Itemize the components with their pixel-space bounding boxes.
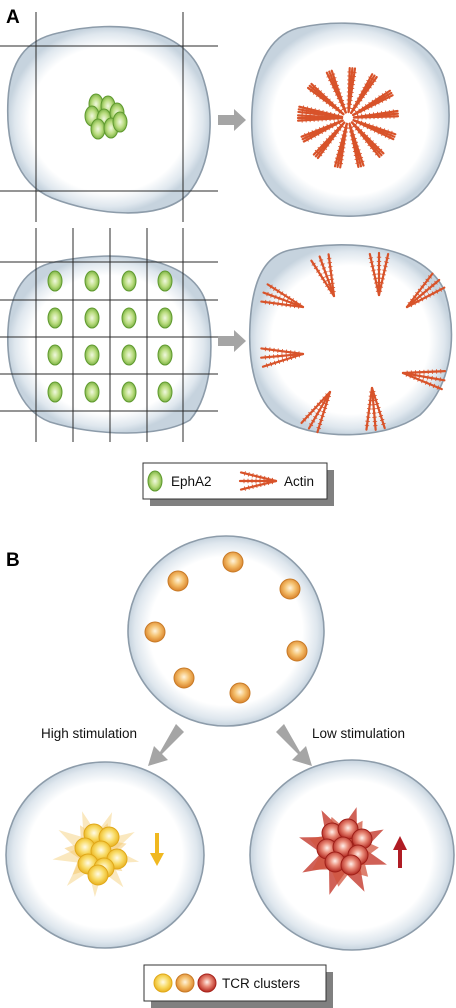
actin-filament: [350, 73, 378, 115]
actin-filament: [368, 251, 390, 297]
epha2-receptor: [47, 381, 63, 403]
tcr-microcluster: [286, 640, 308, 662]
arrow-to-high: [148, 724, 184, 766]
decrease-arrow: [150, 833, 164, 866]
epha2-receptor: [157, 307, 173, 329]
cell-a-bottom-left: [7, 255, 212, 434]
legend-b: TCR clusters: [143, 964, 330, 1005]
actin-filament: [405, 272, 446, 309]
epha2-receptor: [157, 270, 173, 292]
legend-tcr-label: TCR clusters: [222, 976, 300, 991]
actin-filament: [312, 121, 346, 160]
epha2-cluster-centered: [84, 93, 128, 140]
legend-tcr-red-icon: [197, 973, 217, 993]
legend-epha2-icon: [147, 470, 163, 492]
epha2-receptor: [112, 111, 128, 133]
actin-filament: [310, 253, 336, 298]
epha2-receptor: [121, 307, 137, 329]
tcr-microcluster: [87, 864, 109, 886]
actin-filament: [325, 69, 347, 114]
tcr-microcluster: [144, 621, 166, 643]
actin-filament: [346, 66, 357, 114]
tcr-microcluster: [173, 667, 195, 689]
actin-filament: [364, 386, 386, 431]
actin-filament: [300, 119, 344, 143]
actin-filament: [300, 390, 332, 434]
epha2-receptor: [84, 344, 100, 366]
tcr-cluster-low: [316, 818, 373, 876]
panel-label-a: A: [6, 7, 20, 28]
transition-arrow-top: [218, 109, 246, 131]
epha2-grid-array: [47, 270, 173, 403]
epha2-receptor: [157, 344, 173, 366]
cell-a-bottom-right: [248, 244, 453, 436]
legend-actin-label: Actin: [284, 474, 314, 489]
epha2-receptor: [121, 344, 137, 366]
tcr-microcluster: [222, 551, 244, 573]
grid-lines-a-bottom: [0, 228, 218, 442]
cell-a-top-right: [250, 22, 450, 217]
panel-label-b: B: [6, 550, 20, 571]
actin-filament: [260, 346, 305, 368]
actin-filament: [348, 122, 365, 169]
actin-peripheral-bundles: [260, 251, 447, 434]
legend-a: EphA2 Actin: [142, 462, 331, 503]
actin-filament: [352, 119, 397, 141]
transition-arrow-bottom: [218, 330, 246, 352]
low-stimulation-label: Low stimulation: [312, 726, 405, 741]
epha2-receptor: [84, 381, 100, 403]
epha2-receptor: [47, 307, 63, 329]
legend-tcr-orange-icon: [175, 973, 195, 993]
tcr-microcluster: [229, 682, 251, 704]
tcr-ring: [144, 551, 308, 704]
epha2-receptor: [157, 381, 173, 403]
epha2-receptor: [121, 381, 137, 403]
actin-radial-bundle: [296, 66, 400, 169]
actin-filament: [333, 122, 349, 169]
tcr-microcluster: [167, 570, 189, 592]
actin-filament: [238, 471, 278, 491]
tcr-microcluster: [279, 578, 301, 600]
legend-actin-icon: [238, 471, 278, 491]
epha2-receptor: [84, 307, 100, 329]
legend-epha2-label: EphA2: [171, 474, 212, 489]
arrow-to-low: [276, 724, 312, 766]
epha2-receptor: [47, 344, 63, 366]
tcr-microcluster: [340, 854, 362, 876]
actin-filament: [306, 82, 345, 116]
epha2-receptor: [84, 270, 100, 292]
high-stimulation-label: High stimulation: [41, 726, 137, 741]
epha2-receptor: [90, 118, 106, 140]
tcr-cluster-high: [74, 823, 128, 886]
epha2-receptor: [121, 270, 137, 292]
increase-arrow: [393, 836, 407, 868]
legend-tcr-yellow-icon: [153, 973, 173, 993]
actin-filament: [260, 283, 305, 309]
actin-filament: [352, 109, 400, 120]
actin-filament: [296, 113, 344, 123]
epha2-receptor: [47, 270, 63, 292]
grid-lines-a-top: [0, 12, 218, 222]
actin-filament: [352, 89, 394, 117]
actin-filament: [350, 121, 385, 158]
actin-filament: [401, 369, 447, 391]
